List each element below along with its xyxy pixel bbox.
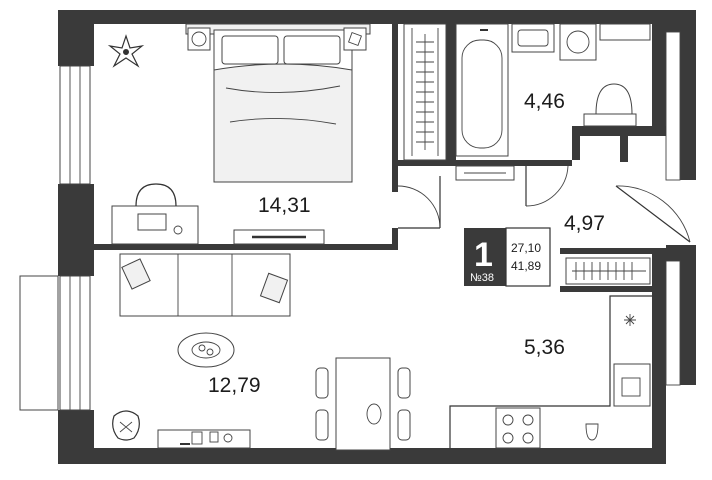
bedroom-door[interactable] [397, 176, 441, 229]
kitchen-counter [449, 295, 652, 449]
toilet [583, 83, 637, 127]
washing-machine [559, 23, 651, 61]
bedroom-area-label: 14,31 [258, 194, 311, 217]
nightstand-left [187, 27, 211, 51]
nightstand-right [343, 27, 367, 51]
window-living-room [19, 275, 91, 411]
window-bedroom [59, 65, 91, 185]
desk [111, 183, 199, 245]
sink [511, 23, 555, 53]
bathtub [455, 23, 509, 157]
tv-stand-living [157, 429, 251, 449]
apartment-badge: 1 №38 27,10 41,89 [464, 227, 551, 287]
living-room-area-label: 12,79 [208, 374, 261, 397]
tv-stand-bedroom [233, 229, 325, 245]
rug [177, 332, 235, 368]
dining-table [315, 357, 411, 451]
hall-wardrobe [565, 257, 651, 285]
plant-icon-living [112, 410, 140, 441]
kitchen-area-label: 5,36 [524, 336, 565, 359]
entrance-door[interactable] [615, 185, 691, 243]
bathroom-shelf [455, 165, 515, 181]
internal-walls [94, 24, 666, 292]
total-area-value: 41,89 [511, 259, 541, 273]
bathroom-door[interactable] [525, 165, 569, 207]
bathroom-area-label: 4,46 [524, 90, 565, 113]
living-area-value: 27,10 [511, 241, 541, 255]
wardrobe [403, 23, 447, 161]
apartment-number: №38 [470, 272, 494, 284]
sofa [119, 253, 291, 317]
double-bed [185, 23, 371, 183]
outer-walls [58, 10, 696, 464]
plant-icon-bedroom [107, 34, 145, 68]
hall-area-label: 4,97 [564, 212, 605, 235]
rooms-count: 1 [474, 236, 493, 274]
